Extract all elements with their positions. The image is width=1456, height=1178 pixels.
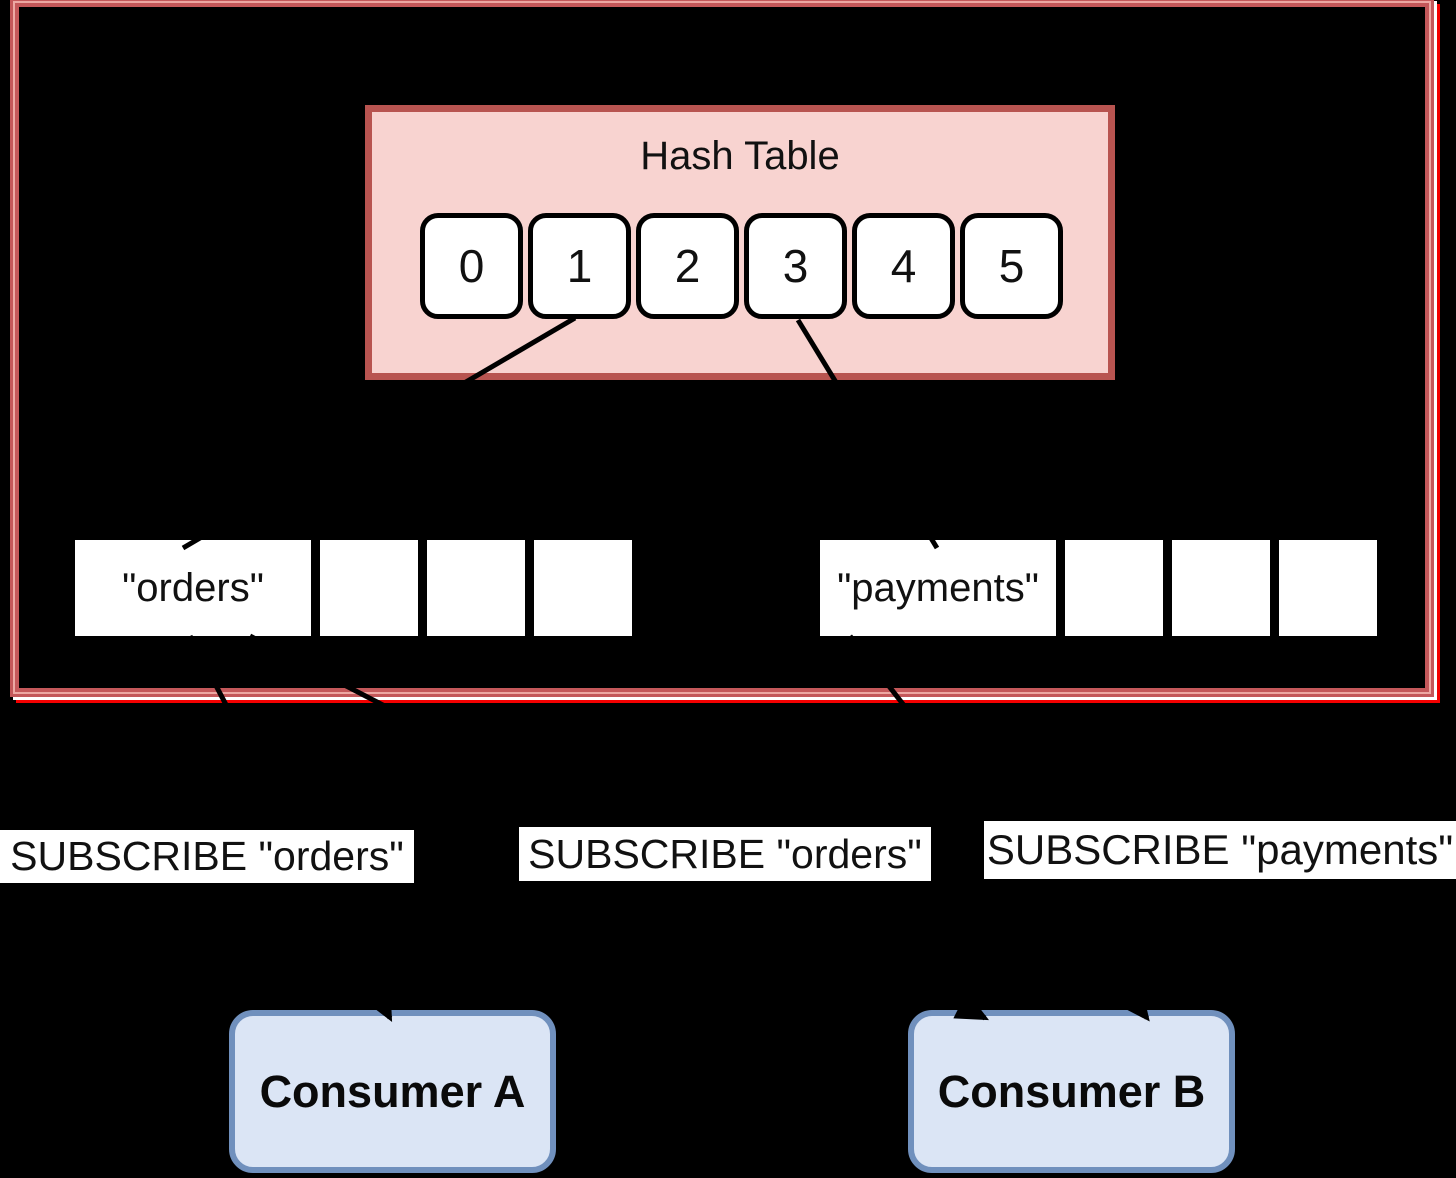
hash-slot-3: 3 (744, 213, 847, 319)
hash-slot-2: 2 (636, 213, 739, 319)
hash-table-slots: 0 1 2 3 4 5 (420, 213, 1063, 319)
orders-channel-row: "orders" (75, 540, 632, 636)
consumer-b-box: Consumer B (908, 1010, 1235, 1173)
orders-empty-cell (320, 540, 418, 636)
subscribe-orders-label-2: SUBSCRIBE "orders" (519, 827, 931, 881)
payments-empty-cell (1172, 540, 1270, 636)
hash-slot-0: 0 (420, 213, 523, 319)
hash-slot-1: 1 (528, 213, 631, 319)
hash-table-title: Hash Table (640, 134, 840, 178)
payments-channel-name: "payments" (820, 540, 1056, 636)
subscribe-payments-label: SUBSCRIBE "payments" (984, 821, 1456, 879)
hash-slot-4: 4 (852, 213, 955, 319)
orders-channel-name: "orders" (75, 540, 311, 636)
payments-empty-cell (1065, 540, 1163, 636)
orders-empty-cell (427, 540, 525, 636)
subscribe-orders-label-1: SUBSCRIBE "orders" (0, 830, 414, 883)
consumer-b-label: Consumer B (937, 1065, 1206, 1117)
orders-empty-cell (534, 540, 632, 636)
payments-channel-row: "payments" (820, 540, 1377, 636)
consumer-a-label: Consumer A (259, 1065, 526, 1117)
hash-table-box: Hash Table 0 1 2 3 4 5 (365, 105, 1115, 380)
hash-slot-5: 5 (960, 213, 1063, 319)
payments-empty-cell (1279, 540, 1377, 636)
consumer-a-box: Consumer A (229, 1010, 556, 1173)
